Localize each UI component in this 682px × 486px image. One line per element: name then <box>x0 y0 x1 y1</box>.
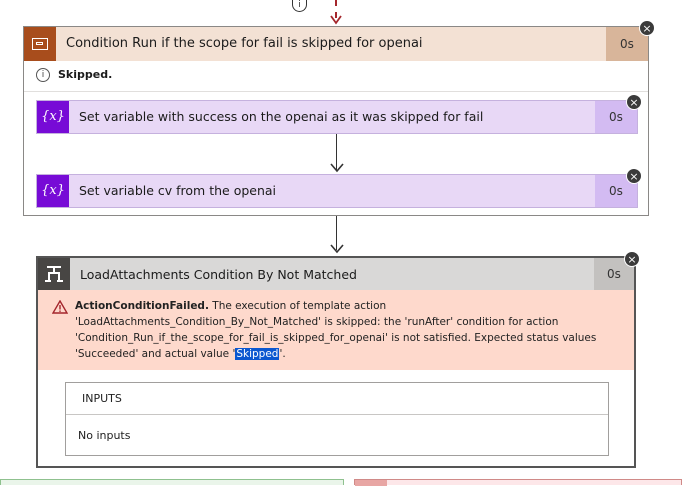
action-duration: 0s <box>595 101 637 133</box>
error-message: The execution of template action 'LoadAt… <box>75 300 597 360</box>
action-title: Set variable cv from the openai <box>79 183 277 198</box>
condition-icon <box>38 258 70 290</box>
close-icon[interactable]: × <box>639 20 655 36</box>
condition-scope-card: Condition Run if the scope for fail is s… <box>23 26 649 216</box>
variable-icon: {x} <box>37 175 69 207</box>
error-text: ActionConditionFailed. The execution of … <box>75 298 625 362</box>
arrow-down-icon <box>330 244 344 254</box>
connector-line <box>336 216 337 250</box>
next-action-card[interactable] <box>0 479 344 485</box>
inputs-header[interactable]: INPUTS <box>66 383 608 415</box>
set-variable-action-card[interactable]: {x} Set variable with success on the ope… <box>36 100 638 134</box>
connector-line <box>336 134 337 170</box>
failed-action-title: LoadAttachments Condition By Not Matched <box>80 267 357 282</box>
status-text: Skipped. <box>58 68 113 81</box>
connector-arrow-icon <box>330 15 342 25</box>
set-variable-action-card[interactable]: {x} Set variable cv from the openai 0s <box>36 174 638 208</box>
error-message-box: ActionConditionFailed. The execution of … <box>38 290 634 370</box>
inputs-label: INPUTS <box>82 392 122 405</box>
variable-icon: {x} <box>37 101 69 133</box>
divider <box>24 91 648 92</box>
selected-text: Skipped <box>235 348 280 360</box>
action-title: Set variable with success on the openai … <box>79 109 484 124</box>
scope-icon <box>24 27 56 61</box>
failed-action-card: LoadAttachments Condition By Not Matched… <box>36 256 636 468</box>
scope-title: Condition Run if the scope for fail is s… <box>66 36 423 51</box>
info-icon: i <box>36 68 50 82</box>
warning-icon <box>52 300 68 314</box>
close-icon[interactable]: × <box>626 168 642 184</box>
arrow-down-icon <box>330 163 344 173</box>
action-icon <box>355 480 387 486</box>
inputs-value: No inputs <box>78 429 131 442</box>
close-icon[interactable]: × <box>624 251 640 267</box>
inputs-section: INPUTS No inputs <box>65 382 609 456</box>
error-message-end: '. <box>279 348 286 360</box>
scope-header[interactable]: Condition Run if the scope for fail is s… <box>24 27 648 61</box>
close-icon[interactable]: × <box>626 94 642 110</box>
next-action-card[interactable] <box>354 479 682 486</box>
info-icon[interactable]: i <box>292 0 307 12</box>
failed-action-header[interactable]: LoadAttachments Condition By Not Matched… <box>38 258 634 290</box>
error-code: ActionConditionFailed. <box>75 300 209 312</box>
connector-line <box>335 0 337 18</box>
